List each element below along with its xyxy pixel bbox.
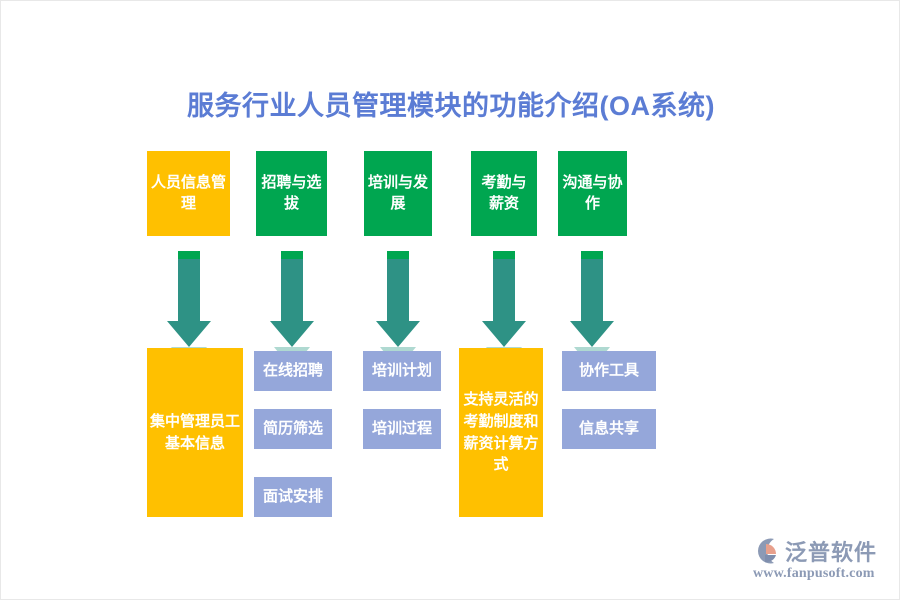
- detail-box-personnel-info-0[interactable]: 集中管理员工基本信息: [147, 348, 243, 517]
- fanpu-swoosh-logo-icon: [753, 536, 783, 566]
- detail-box-attendance-salary-0[interactable]: 支持灵活的考勤制度和薪资计算方式: [459, 348, 543, 517]
- detail-box-training-1[interactable]: 培训过程: [363, 409, 441, 449]
- logo-row: 泛普软件: [753, 534, 893, 568]
- down-arrow-icon-communication: [564, 251, 620, 351]
- category-box-training[interactable]: 培训与发展: [364, 151, 432, 236]
- detail-box-recruitment-1[interactable]: 简历筛选: [254, 409, 332, 449]
- detail-box-recruitment-2[interactable]: 面试安排: [254, 477, 332, 517]
- detail-box-training-0[interactable]: 培训计划: [363, 351, 441, 391]
- down-arrow-icon-training: [370, 251, 426, 351]
- watermark-logo: 泛普软件 www.fanpusoft.com: [753, 534, 893, 590]
- down-arrow-icon-attendance-salary: [476, 251, 532, 351]
- category-box-personnel-info[interactable]: 人员信息管理: [147, 151, 230, 236]
- category-box-attendance-salary[interactable]: 考勤与薪资: [471, 151, 537, 236]
- down-arrow-icon-recruitment: [264, 251, 320, 351]
- detail-box-communication-0[interactable]: 协作工具: [562, 351, 656, 391]
- down-arrow-icon-personnel-info: [161, 251, 217, 351]
- category-box-recruitment[interactable]: 招聘与选拔: [256, 151, 327, 236]
- category-box-communication[interactable]: 沟通与协作: [558, 151, 627, 236]
- page-title: 服务行业人员管理模块的功能介绍(OA系统): [187, 91, 715, 121]
- logo-wordmark: 泛普软件: [785, 540, 878, 565]
- detail-box-communication-1[interactable]: 信息共享: [562, 409, 656, 449]
- logo-url: www.fanpusoft.com: [753, 566, 875, 581]
- detail-box-recruitment-0[interactable]: 在线招聘: [254, 351, 332, 391]
